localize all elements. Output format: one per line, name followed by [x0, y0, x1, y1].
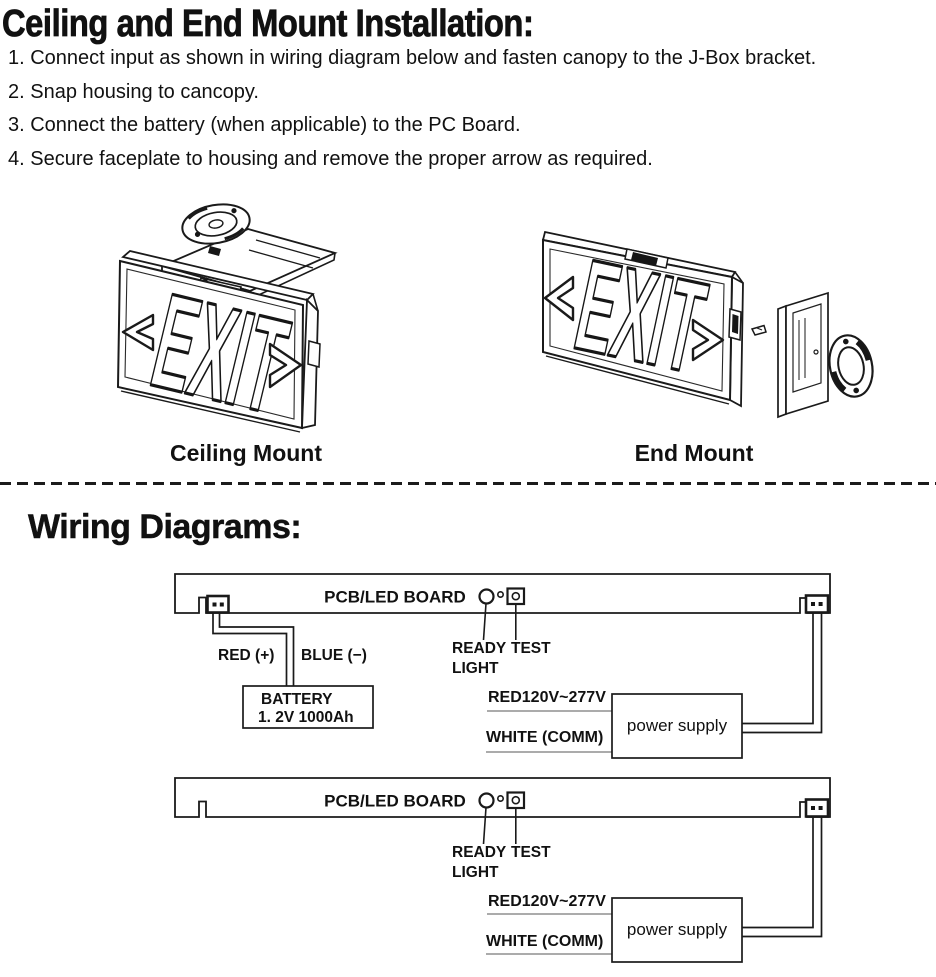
jbox-ring-icon — [181, 203, 251, 245]
ready-light-label-line2: LIGHT — [452, 660, 499, 677]
left-arrow-icon — [121, 313, 155, 352]
right-arrow-icon — [691, 318, 725, 362]
ac-wires — [742, 613, 823, 734]
wiring-diagram-with-battery: PCB/LED BOARD READY LIGHT TEST RED (+) B… — [174, 573, 831, 759]
pcb-board-label: PCB/LED BOARD — [324, 792, 466, 811]
instruction-item-4: 4. Secure faceplate to housing and remov… — [8, 147, 653, 170]
battery-box: BATTERY 1. 2V 1000Ah — [242, 685, 374, 729]
ac-input-connector — [804, 594, 830, 614]
ac-white-label: WHITE (COMM) — [486, 729, 603, 746]
page-title: Ceiling and End Mount Installation: — [2, 3, 535, 46]
ceiling-sign-housing — [116, 250, 321, 433]
instruction-item-3: 3. Connect the battery (when applicable)… — [8, 114, 521, 136]
indicator-dot — [496, 590, 504, 598]
ready-light-indicator — [478, 588, 495, 605]
test-label: TEST — [511, 844, 551, 861]
ready-light-label-line2: LIGHT — [452, 864, 499, 881]
left-arrow-icon — [543, 275, 575, 322]
battery-label-line2: 1. 2V 1000Ah — [258, 709, 354, 726]
battery-wires — [212, 613, 295, 686]
wiring-heading: Wiring Diagrams: — [28, 508, 302, 547]
blue-wire-label: BLUE (−) — [301, 647, 367, 664]
end-mount-label: End Mount — [634, 440, 754, 466]
ceiling-mount-figure: EXIT — [116, 203, 338, 443]
indicator-dot — [496, 794, 504, 802]
power-supply-label: power supply — [627, 920, 728, 939]
ac-red-label: RED120V~277V — [488, 689, 606, 706]
ceiling-mount-label: Ceiling Mount — [169, 440, 323, 466]
power-supply-box: power supply — [611, 693, 743, 759]
right-arrow-icon — [268, 342, 303, 389]
battery-label-line1: BATTERY — [261, 691, 333, 708]
test-label: TEST — [511, 640, 551, 657]
ready-light-label-line1: READY — [452, 640, 507, 657]
ac-input-connector — [804, 798, 830, 818]
end-sign-housing — [541, 230, 744, 408]
red-wire-label: RED (+) — [218, 647, 274, 664]
end-mount-figure: EXIT — [541, 230, 874, 419]
instruction-item-2: 2. Snap housing to cancopy. — [8, 80, 259, 103]
ac-white-label: WHITE (COMM) — [486, 933, 603, 950]
wiring-diagram-ac-only: PCB/LED BOARD READY LIGHT TEST RED120V~2… — [174, 777, 831, 963]
test-button — [506, 587, 526, 606]
power-supply-label: power supply — [627, 716, 728, 735]
end-canopy-plate — [777, 291, 829, 419]
instruction-list: 1. Connect input as shown in wiring diag… — [8, 42, 928, 176]
ready-light-label-line1: READY — [452, 844, 507, 861]
test-button — [506, 791, 526, 810]
dashed-divider — [0, 482, 936, 485]
power-supply-box: power supply — [611, 897, 743, 963]
screw-icon — [750, 324, 767, 336]
ac-wires — [742, 817, 823, 938]
ready-light-indicator — [478, 792, 495, 809]
pcb-board-label: PCB/LED BOARD — [324, 588, 466, 607]
end-jbox-bracket-icon — [828, 334, 874, 398]
instruction-item-1: 1. Connect input as shown in wiring diag… — [8, 47, 817, 69]
ac-red-label: RED120V~277V — [488, 893, 606, 910]
battery-connector — [206, 594, 230, 614]
